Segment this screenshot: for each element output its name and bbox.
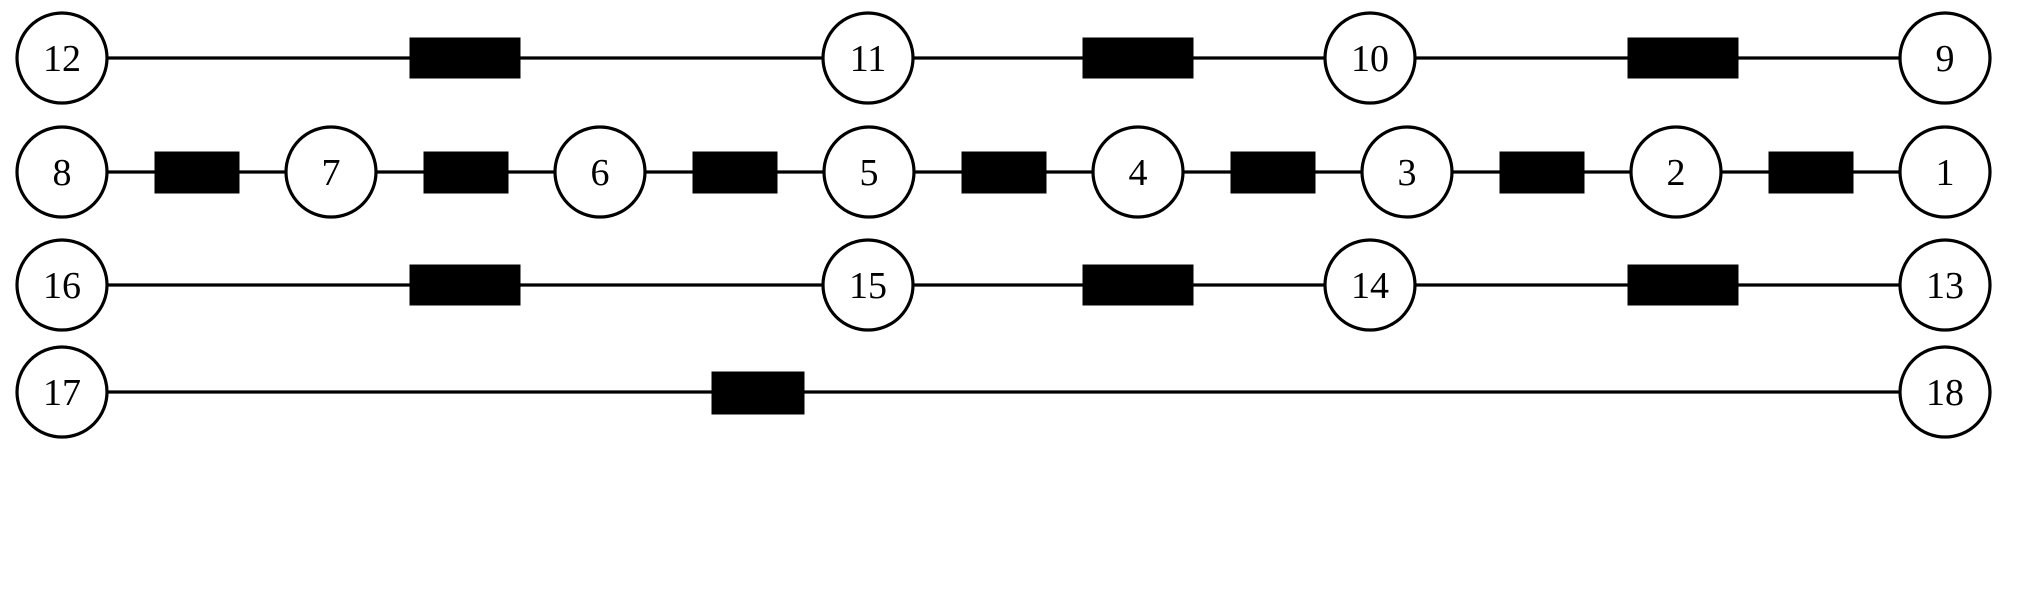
node-16[interactable]: 16 xyxy=(15,238,109,332)
node-label-7: 7 xyxy=(322,152,341,194)
node-1[interactable]: 1 xyxy=(1898,125,1992,219)
node-circle-9 xyxy=(1898,11,1992,105)
node-2[interactable]: 2 xyxy=(1629,125,1723,219)
node-circle-5 xyxy=(822,125,916,219)
node-circle-10 xyxy=(1323,11,1417,105)
nodes-layer: 12 11 10 9 8 7 6 5 4 3 2 1 16 15 14 13 17 18 xyxy=(15,11,1992,439)
node-label-9: 9 xyxy=(1936,38,1955,80)
node-label-10: 10 xyxy=(1351,38,1389,80)
node-label-2: 2 xyxy=(1667,152,1686,194)
node-label-14: 14 xyxy=(1351,265,1389,307)
edge-box-12-11 xyxy=(409,37,521,79)
node-17[interactable]: 17 xyxy=(15,345,109,439)
node-label-18: 18 xyxy=(1926,372,1964,414)
node-4[interactable]: 4 xyxy=(1091,125,1185,219)
edge-boxes-layer xyxy=(154,37,1854,415)
node-3[interactable]: 3 xyxy=(1360,125,1454,219)
node-circle-18 xyxy=(1898,345,1992,439)
node-label-17: 17 xyxy=(43,372,81,414)
node-circle-8 xyxy=(15,125,109,219)
node-circle-14 xyxy=(1323,238,1417,332)
node-5[interactable]: 5 xyxy=(822,125,916,219)
edge-box-3-2 xyxy=(1499,151,1585,194)
node-circle-13 xyxy=(1898,238,1992,332)
node-circle-6 xyxy=(553,125,647,219)
node-label-8: 8 xyxy=(53,152,72,194)
node-label-5: 5 xyxy=(860,152,879,194)
node-label-16: 16 xyxy=(43,265,81,307)
node-label-3: 3 xyxy=(1398,152,1417,194)
node-label-4: 4 xyxy=(1129,152,1148,194)
node-circle-3 xyxy=(1360,125,1454,219)
edge-box-2-1 xyxy=(1768,151,1854,194)
node-circle-1 xyxy=(1898,125,1992,219)
edge-box-6-5 xyxy=(692,151,778,194)
node-circle-12 xyxy=(15,11,109,105)
edge-box-10-9 xyxy=(1627,37,1739,79)
node-14[interactable]: 14 xyxy=(1323,238,1417,332)
edges-layer xyxy=(107,56,1900,394)
node-12[interactable]: 12 xyxy=(15,11,109,105)
node-label-15: 15 xyxy=(849,265,887,307)
edge-box-16-15 xyxy=(409,264,521,306)
node-circle-11 xyxy=(821,11,915,105)
node-6[interactable]: 6 xyxy=(553,125,647,219)
node-circle-2 xyxy=(1629,125,1723,219)
edge-box-4-3 xyxy=(1230,151,1316,194)
node-label-11: 11 xyxy=(850,38,887,80)
node-circle-4 xyxy=(1091,125,1185,219)
node-circle-17 xyxy=(15,345,109,439)
node-label-13: 13 xyxy=(1926,265,1964,307)
node-7[interactable]: 7 xyxy=(284,125,378,219)
edge-box-15-14 xyxy=(1082,264,1194,306)
node-8[interactable]: 8 xyxy=(15,125,109,219)
node-11[interactable]: 11 xyxy=(821,11,915,105)
node-label-1: 1 xyxy=(1936,152,1955,194)
node-circle-7 xyxy=(284,125,378,219)
edge-box-5-4 xyxy=(961,151,1047,194)
node-label-6: 6 xyxy=(591,152,610,194)
node-10[interactable]: 10 xyxy=(1323,11,1417,105)
node-18[interactable]: 18 xyxy=(1898,345,1992,439)
edge-box-11-10 xyxy=(1082,37,1194,79)
edge-box-14-13 xyxy=(1627,264,1739,306)
node-13[interactable]: 13 xyxy=(1898,238,1992,332)
edge-box-17-18 xyxy=(711,371,805,415)
node-15[interactable]: 15 xyxy=(821,238,915,332)
node-9[interactable]: 9 xyxy=(1898,11,1992,105)
node-circle-15 xyxy=(821,238,915,332)
edge-box-7-6 xyxy=(423,151,509,194)
node-label-12: 12 xyxy=(43,38,81,80)
node-circle-16 xyxy=(15,238,109,332)
edge-box-8-7 xyxy=(154,151,240,194)
